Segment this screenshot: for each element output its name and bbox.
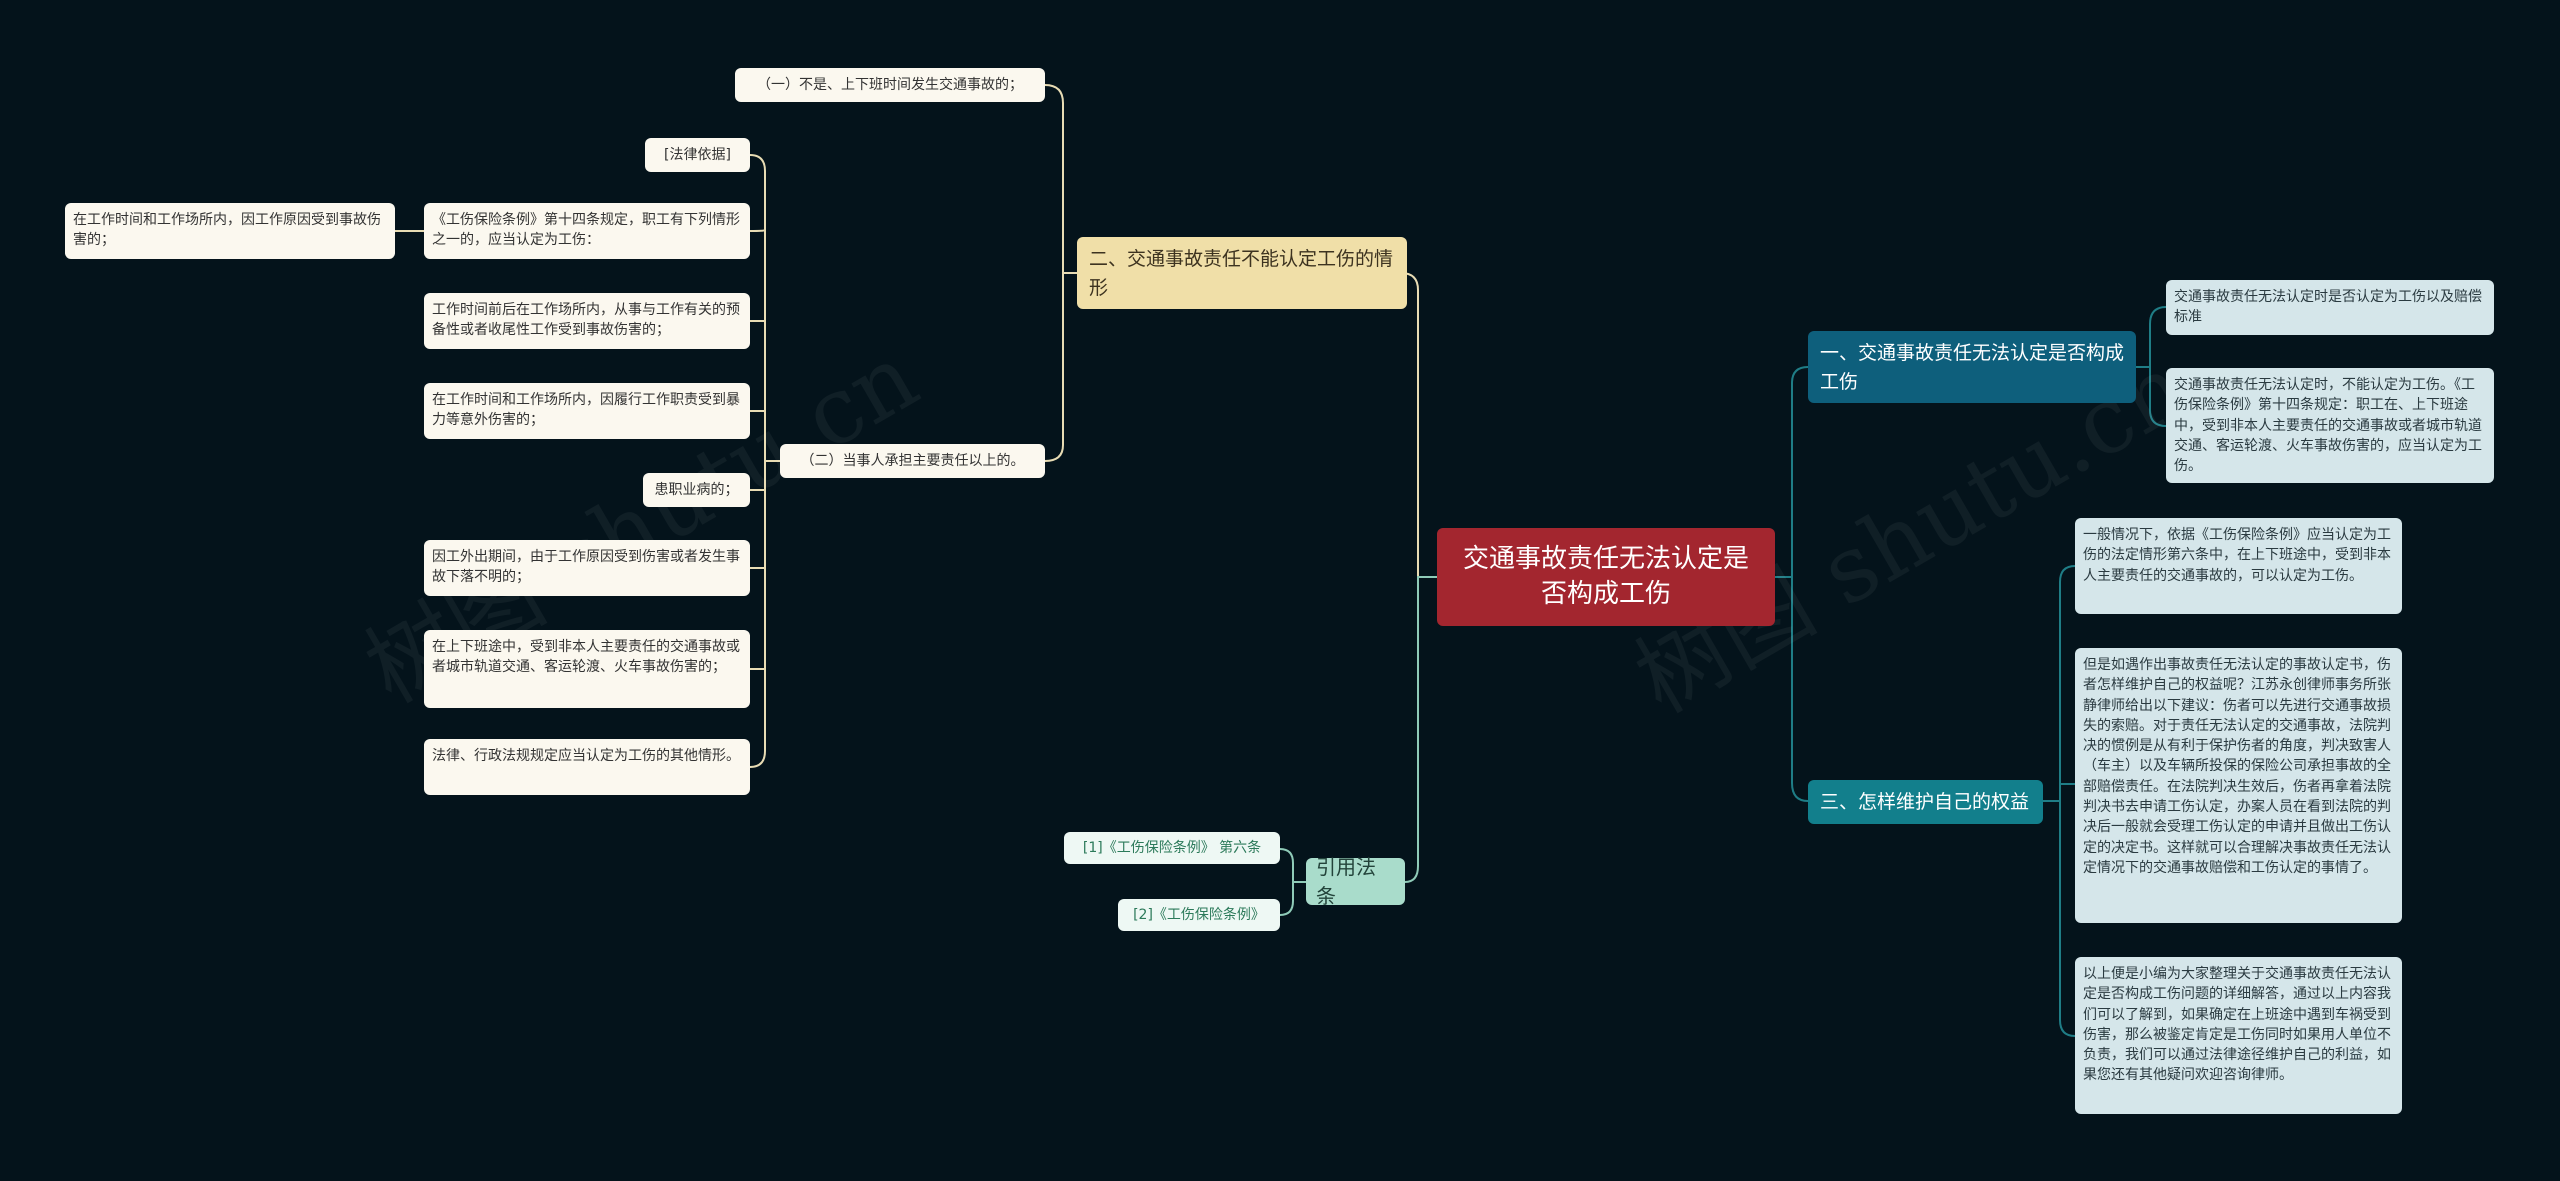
connector-branch1-leaf2: [2136, 366, 2167, 427]
branch-node-2[interactable]: 二、交通事故责任不能认定工伤的情形: [1077, 237, 1407, 309]
connector-refs-ref2: [1279, 881, 1306, 916]
sub-sub-item-work-accident[interactable]: 在工作时间和工作场所内，因工作原因受到事故伤害的；: [65, 203, 395, 259]
branch-1-leaf-2-text: 交通事故责任无法认定时，不能认定为工伤。《工伤保险条例》第十四条规定：职工在、上…: [2174, 377, 2482, 475]
connector-root-branch1: [1775, 366, 1809, 578]
sub-item-violence-text: 在工作时间和工作场所内，因履行工作职责受到暴力等意外伤害的；: [432, 392, 740, 429]
branch-3-leaf-3-text: 以上便是小编为大家整理关于交通事故责任无法认定是否构成工伤问题的详细解答，通过以…: [2083, 966, 2391, 1084]
root-node[interactable]: 交通事故责任无法认定是否构成工伤: [1437, 528, 1775, 626]
sub-item-other-regulations[interactable]: 法律、行政法规规定应当认定为工伤的其他情形。: [424, 739, 750, 795]
sub-item-legal-basis[interactable]: [法律依据]: [645, 138, 750, 172]
branch-3-leaf-3[interactable]: 以上便是小编为大家整理关于交通事故责任无法认定是否构成工伤问题的详细解答，通过以…: [2075, 957, 2402, 1114]
sub-item-business-trip-text: 因工外出期间，由于工作原因受到伤害或者发生事故下落不明的；: [432, 549, 740, 586]
connector-refs-ref1: [1279, 848, 1306, 883]
connector-root-branch3: [1775, 576, 1809, 802]
branch-3-leaf-1-text: 一般情况下，依据《工伤保险条例》应当认定为工伤的法定情形第六条中，在上下班途中，…: [2083, 527, 2391, 584]
branch-1-label: 一、交通事故责任无法认定是否构成工伤: [1820, 342, 2125, 393]
branch-node-3[interactable]: 三、怎样维护自己的权益: [1808, 780, 2043, 824]
sub-item-business-trip[interactable]: 因工外出期间，由于工作原因受到伤害或者发生事故下落不明的；: [424, 540, 750, 596]
branch-2-item-1[interactable]: （一）不是、上下班时间发生交通事故的；: [735, 68, 1045, 102]
branch-node-1[interactable]: 一、交通事故责任无法认定是否构成工伤: [1808, 331, 2136, 403]
connector-branch2-item1: [1044, 84, 1077, 274]
sub-item-preparatory-work-text: 工作时间前后在工作场所内，从事与工作有关的预备性或者收尾性工作受到事故伤害的；: [432, 302, 740, 339]
sub-item-legal-basis-text: [法律依据]: [664, 147, 731, 163]
branch-references-label: 引用法条: [1316, 854, 1376, 908]
branch-3-leaf-1[interactable]: 一般情况下，依据《工伤保险条例》应当认定为工伤的法定情形第六条中，在上下班途中，…: [2075, 518, 2402, 614]
connector-item2-sub1: [749, 229, 766, 232]
sub-sub-item-work-accident-text: 在工作时间和工作场所内，因工作原因受到事故伤害的；: [73, 212, 381, 249]
connector-root-refs: [1404, 576, 1437, 883]
sub-item-occupational-disease[interactable]: 患职业病的；: [643, 473, 750, 507]
reference-1-text: [1]《工伤保险条例》 第六条: [1082, 840, 1262, 856]
branch-3-leaf-2-text: 但是如遇作出事故责任无法认定的事故认定书，伤者怎样维护自己的权益呢？江苏永创律师…: [2083, 657, 2391, 876]
branch-1-leaf-2[interactable]: 交通事故责任无法认定时，不能认定为工伤。《工伤保险条例》第十四条规定：职工在、上…: [2166, 368, 2494, 483]
reference-2[interactable]: [2]《工伤保险条例》: [1118, 899, 1280, 931]
connector-root-branch2: [1400, 272, 1437, 578]
connector-branch3-leaf1: [2043, 565, 2076, 802]
connector-branch1-leaf1: [2136, 306, 2167, 368]
connector-branch2-item2: [1044, 272, 1077, 462]
sub-item-occupational-disease-text: 患职业病的；: [654, 482, 739, 498]
branch-3-leaf-2[interactable]: 但是如遇作出事故责任无法认定的事故认定书，伤者怎样维护自己的权益呢？江苏永创律师…: [2075, 648, 2402, 923]
branch-2-label: 二、交通事故责任不能认定工伤的情形: [1089, 248, 1394, 299]
sub-item-violence[interactable]: 在工作时间和工作场所内，因履行工作职责受到暴力等意外伤害的；: [424, 383, 750, 439]
sub-item-article14-text: 《工伤保险条例》第十四条规定，职工有下列情形之一的，应当认定为工伤：: [432, 212, 740, 249]
connector-item2-sub0: [749, 154, 780, 462]
branch-node-references[interactable]: 引用法条: [1306, 855, 1405, 908]
sub-item-other-regulations-text: 法律、行政法规规定应当认定为工伤的其他情形。: [432, 748, 740, 764]
reference-1[interactable]: [1]《工伤保险条例》 第六条: [1064, 832, 1280, 864]
branch-2-item-2-text: （二）当事人承担主要责任以上的。: [800, 453, 1025, 469]
branch-1-leaf-1-text: 交通事故责任无法认定时是否认定为工伤以及赔偿标准: [2174, 289, 2482, 326]
connector-branch3-leaf3: [2043, 800, 2076, 1037]
reference-2-text: [2]《工伤保险条例》: [1133, 907, 1265, 923]
branch-2-item-1-text: （一）不是、上下班时间发生交通事故的；: [757, 77, 1023, 93]
sub-item-article14[interactable]: 《工伤保险条例》第十四条规定，职工有下列情形之一的，应当认定为工伤：: [424, 203, 750, 259]
branch-2-item-2[interactable]: （二）当事人承担主要责任以上的。: [780, 444, 1045, 478]
branch-1-leaf-1[interactable]: 交通事故责任无法认定时是否认定为工伤以及赔偿标准: [2166, 280, 2494, 335]
sub-item-commute-accident-text: 在上下班途中，受到非本人主要责任的交通事故或者城市轨道交通、客运轮渡、火车事故伤…: [432, 639, 740, 676]
root-label: 交通事故责任无法认定是否构成工伤: [1462, 543, 1749, 609]
branch-3-label: 三、怎样维护自己的权益: [1820, 791, 2030, 813]
connector-item2-sub7: [749, 460, 780, 768]
sub-item-preparatory-work[interactable]: 工作时间前后在工作场所内，从事与工作有关的预备性或者收尾性工作受到事故伤害的；: [424, 293, 750, 349]
sub-item-commute-accident[interactable]: 在上下班途中，受到非本人主要责任的交通事故或者城市轨道交通、客运轮渡、火车事故伤…: [424, 630, 750, 708]
